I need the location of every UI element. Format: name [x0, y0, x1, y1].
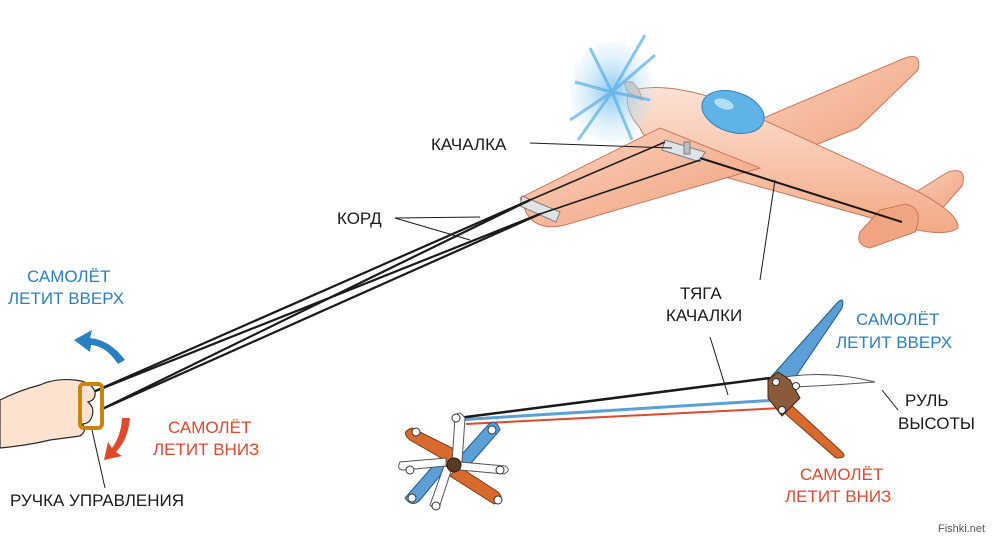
label-handle: РУЧКА УПРАВЛЕНИЯ	[10, 491, 184, 510]
label-rul-line2: ВЫСОТЫ	[898, 414, 975, 433]
bellcrank-icon	[661, 139, 706, 163]
line-guide-icon	[519, 195, 561, 223]
leader-lines	[394, 142, 899, 411]
hand-with-handle	[0, 378, 106, 489]
label-down-left-line1: САМОЛЁТ	[168, 418, 251, 437]
label-down-right-line2: ЛЕТИТ ВНИЗ	[785, 487, 891, 506]
tail-stabilizer-lower	[858, 203, 919, 249]
mechanism-detail	[398, 299, 876, 511]
label-tyaga-line2: КАЧАЛКИ	[666, 306, 742, 325]
down-arrow-icon	[104, 418, 130, 460]
label-up-right-line2: ЛЕТИТ ВВЕРХ	[836, 333, 952, 352]
label-kachalka: КАЧАЛКА	[431, 135, 507, 154]
up-arrow-icon	[74, 330, 125, 364]
pushrod	[699, 157, 903, 223]
hand-icon	[0, 378, 96, 449]
label-down-left-line2: ЛЕТИТ ВНИЗ	[153, 440, 259, 459]
label-rul-line1: РУЛЬ	[905, 391, 949, 410]
label-up-right-line1: САМОЛЁТ	[856, 310, 939, 329]
label-up-left-line2: ЛЕТИТ ВВЕРХ	[8, 289, 124, 308]
label-down-right-line1: САМОЛЁТ	[800, 465, 883, 484]
propeller-icon	[569, 34, 656, 142]
label-kord: КОРД	[337, 209, 382, 228]
bellcrank-positions-icon	[398, 412, 509, 511]
control-lines	[92, 198, 541, 412]
label-tyaga-line1: ТЯГА	[680, 284, 722, 303]
airplane	[519, 34, 964, 249]
elevator-icon	[767, 299, 876, 459]
label-up-left-line1: САМОЛЁТ	[27, 267, 110, 286]
watermark: Fishki.net	[938, 523, 985, 535]
control-handle-icon	[78, 382, 104, 430]
